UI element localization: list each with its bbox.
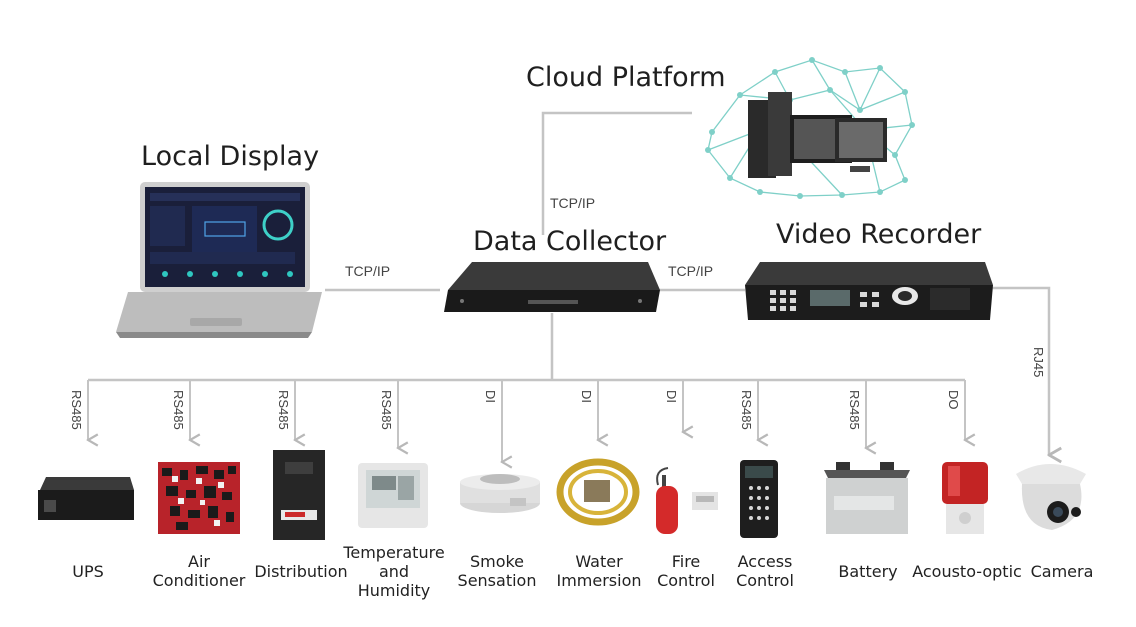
camera-link-label: RJ45 bbox=[1031, 347, 1046, 378]
ups-illustration bbox=[38, 477, 134, 520]
device-protocol-label: DI bbox=[664, 390, 679, 403]
device-label-camera: Camera bbox=[1030, 562, 1094, 581]
cloud-illustration bbox=[705, 57, 915, 199]
data-collector-illustration bbox=[444, 262, 660, 312]
access-control-illustration bbox=[740, 460, 778, 538]
device-protocol-label: RS485 bbox=[379, 390, 394, 430]
device-protocol-label: RS485 bbox=[276, 390, 291, 430]
device-protocol-label: RS485 bbox=[69, 390, 84, 430]
air-conditioner-illustration bbox=[158, 462, 240, 534]
data-collector-title: Data Collector bbox=[473, 226, 667, 257]
cloud-platform-title: Cloud Platform bbox=[526, 62, 726, 93]
laptop-illustration bbox=[116, 182, 322, 338]
smoke-sensor-illustration bbox=[460, 474, 540, 513]
cloud-link-label: TCP/IP bbox=[550, 195, 596, 211]
display-link-label: TCP/IP bbox=[345, 263, 391, 279]
device-protocol-label: DI bbox=[483, 390, 498, 403]
distribution-illustration bbox=[273, 450, 325, 540]
camera-link-line bbox=[990, 286, 1049, 455]
device-protocol-label: RS485 bbox=[739, 390, 754, 430]
device-protocol-label: DI bbox=[579, 390, 594, 403]
temperature-humidity-illustration bbox=[358, 463, 428, 528]
battery-illustration bbox=[824, 462, 910, 534]
water-immersion-illustration bbox=[556, 458, 640, 526]
local-display-title: Local Display bbox=[141, 141, 320, 172]
device-drop-lines bbox=[88, 380, 965, 462]
device-label-ups: UPS bbox=[72, 562, 104, 581]
video-recorder-title: Video Recorder bbox=[776, 219, 982, 250]
video-recorder-illustration bbox=[745, 262, 993, 320]
camera-illustration bbox=[1016, 464, 1086, 530]
device-protocol-label: DO bbox=[946, 390, 961, 410]
recorder-link-label: TCP/IP bbox=[668, 263, 714, 279]
device-label-acousto-optic: Acousto-optic bbox=[912, 562, 1022, 581]
device-label-battery: Battery bbox=[838, 562, 898, 581]
device-protocol-label: RS485 bbox=[171, 390, 186, 430]
device-protocol-label: RS485 bbox=[847, 390, 862, 430]
cloud-link-line bbox=[541, 111, 692, 235]
fire-control-illustration bbox=[656, 467, 718, 534]
device-label-distribution: Distribution bbox=[254, 562, 348, 581]
acousto-optic-illustration bbox=[942, 462, 988, 534]
